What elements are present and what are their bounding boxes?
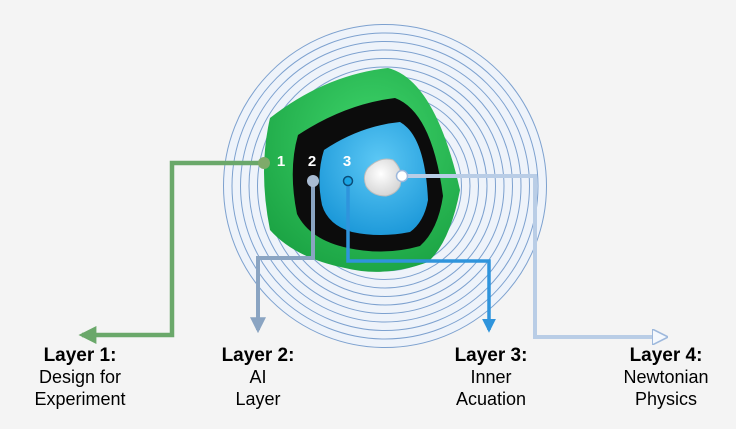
layer1-label: Layer 1: Design for Experiment xyxy=(20,344,140,411)
connector-layer4 xyxy=(404,174,665,337)
layer4-title: Layer 4: xyxy=(629,345,703,366)
connector-layer2 xyxy=(250,181,315,334)
layer4-dot xyxy=(395,169,409,183)
layer2-label: Layer 2: AI Layer xyxy=(206,344,310,411)
layer4-core xyxy=(363,158,402,197)
layer2-dot xyxy=(307,175,319,187)
layer3-dot xyxy=(342,175,354,187)
layer2-desc-line1: AI xyxy=(249,367,267,388)
layer3-desc-line1: Inner xyxy=(470,367,512,388)
layer1-desc-line1: Design for xyxy=(38,367,122,388)
ring xyxy=(248,49,522,323)
layer4-label: Layer 4: Newtonian Physics xyxy=(606,344,726,411)
layer2-desc-line2: Layer xyxy=(235,389,281,410)
layer1-dot xyxy=(258,157,270,169)
marker-2: 2 xyxy=(308,153,316,170)
layer1-desc-line2: Experiment xyxy=(34,389,126,410)
ring xyxy=(257,58,513,314)
marker-1: 1 xyxy=(277,153,285,170)
ring xyxy=(231,32,539,340)
ring xyxy=(223,24,547,348)
marker-3: 3 xyxy=(343,153,351,170)
connector-layer1 xyxy=(78,160,264,344)
layer3-title: Layer 3: xyxy=(454,345,528,366)
layer1-title: Layer 1: xyxy=(43,345,117,366)
layer3-desc-line2: Acuation xyxy=(455,389,527,410)
ring xyxy=(240,41,530,331)
layer3-label: Layer 3: Inner Acuation xyxy=(436,344,546,411)
connector-layer3 xyxy=(346,181,496,333)
layer4-desc-line2: Physics xyxy=(634,389,697,410)
layer2-title: Layer 2: xyxy=(221,345,295,366)
layer4-desc-line1: Newtonian xyxy=(623,367,709,388)
